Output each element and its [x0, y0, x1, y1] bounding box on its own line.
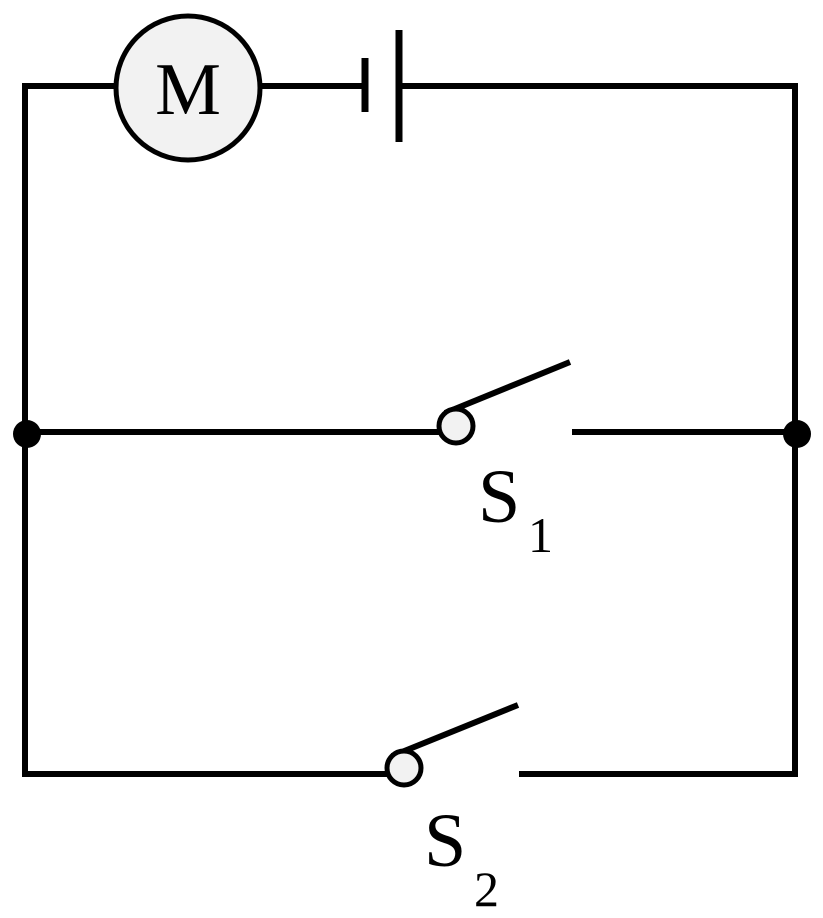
motor-label: M — [155, 49, 221, 131]
switch-s1-subscript: 1 — [528, 507, 553, 563]
switch-s2 — [384, 702, 520, 788]
motor: M — [113, 13, 263, 163]
switch-s2-lever — [390, 702, 520, 759]
switch-s2-subscript: 2 — [474, 861, 499, 917]
switch-s1-pivot — [436, 406, 476, 446]
switch-s1-lever — [443, 359, 572, 416]
switch-s1 — [436, 359, 572, 446]
switch-s2-pivot — [384, 748, 424, 788]
junction-dot-left — [13, 420, 41, 448]
junction-dot-right — [783, 420, 811, 448]
switch-s1-letter: S — [478, 455, 520, 539]
switch-s2-label: S — [424, 799, 466, 883]
switch-s1-label: S — [478, 455, 520, 539]
motor-icon — [113, 13, 263, 163]
battery-icon — [361, 30, 403, 142]
switch-s2-letter: S — [424, 799, 466, 883]
